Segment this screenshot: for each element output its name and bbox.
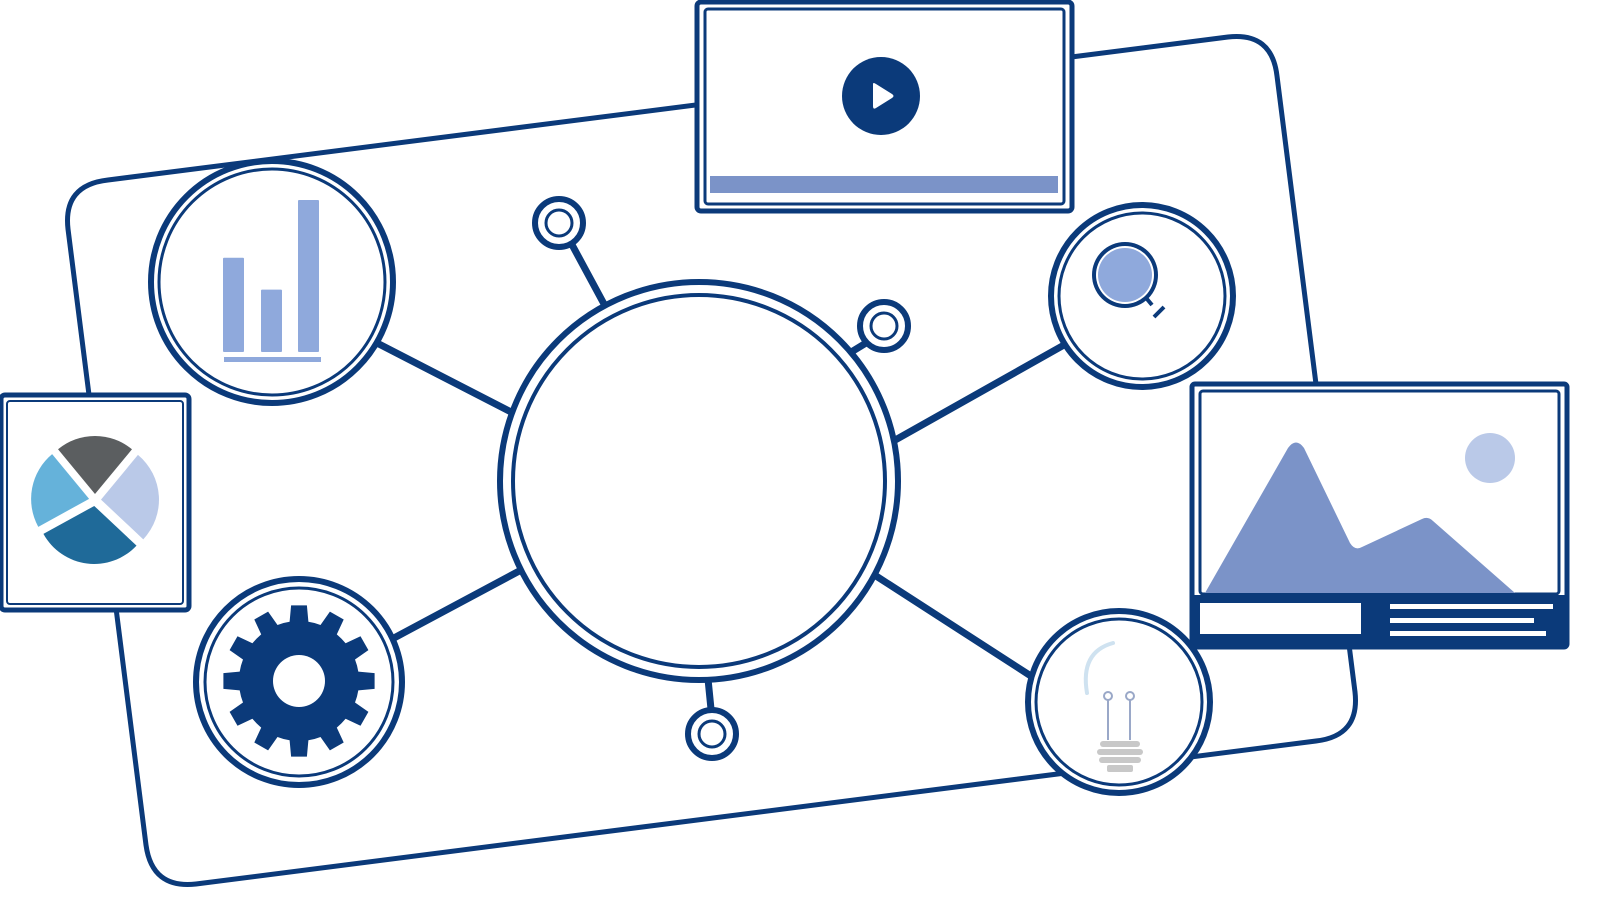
connector-lightbulb — [869, 570, 1038, 682]
connector-search — [886, 341, 1068, 447]
node-bottom-inner — [697, 719, 727, 749]
image-caption-line-2 — [1390, 618, 1534, 623]
bulb-base-3 — [1099, 757, 1141, 763]
play-icon — [873, 83, 894, 109]
pie-slice — [58, 436, 132, 494]
pie-chart-card — [0, 392, 192, 613]
node-right-inner — [869, 311, 899, 341]
background-frame — [65, 33, 1359, 888]
terminal-nodes — [532, 196, 911, 761]
image-caption-line-3 — [1390, 631, 1546, 636]
video-progress-bar — [710, 176, 1058, 193]
image-mountains — [1205, 442, 1515, 593]
video-card — [694, 0, 1075, 214]
pie-slice — [31, 454, 90, 527]
bar-chart-bar — [298, 200, 319, 352]
gear-icon — [223, 605, 375, 757]
bulb-tip — [1107, 765, 1133, 772]
bar-chart-icon — [223, 200, 319, 352]
connector-node-bottom — [704, 675, 715, 713]
hub-inner-ring — [511, 293, 887, 669]
pie-slice — [43, 505, 137, 564]
image-caption-line-1 — [1390, 604, 1553, 609]
connector-bar-chart — [371, 338, 517, 417]
pie-chart-icon — [31, 436, 159, 564]
connector-lines — [371, 237, 1068, 713]
pie-slice — [100, 454, 159, 540]
bar-chart-baseline — [224, 357, 321, 362]
connector-gear — [390, 565, 527, 642]
magnifier-icon — [1092, 242, 1166, 319]
lightbulb-badge — [1025, 608, 1213, 796]
bar-chart-badge — [148, 158, 396, 406]
node-top-left-inner — [544, 208, 574, 238]
bar-chart-bar — [223, 257, 244, 352]
gear-badge — [193, 576, 405, 788]
bulb-base-1 — [1100, 741, 1140, 747]
gear-hole — [273, 655, 325, 707]
image-card — [1189, 381, 1570, 650]
image-caption-box — [1200, 603, 1361, 634]
hub — [497, 279, 901, 683]
lightbulb-icon — [1083, 641, 1143, 772]
bar-chart-bar — [261, 289, 282, 352]
image-sun — [1465, 433, 1515, 483]
bulb-base-2 — [1097, 749, 1143, 755]
connector-node-top-left — [566, 237, 608, 308]
search-badge — [1048, 202, 1236, 390]
bulb-glass-arc — [1083, 641, 1115, 695]
image-icon — [1205, 433, 1515, 593]
